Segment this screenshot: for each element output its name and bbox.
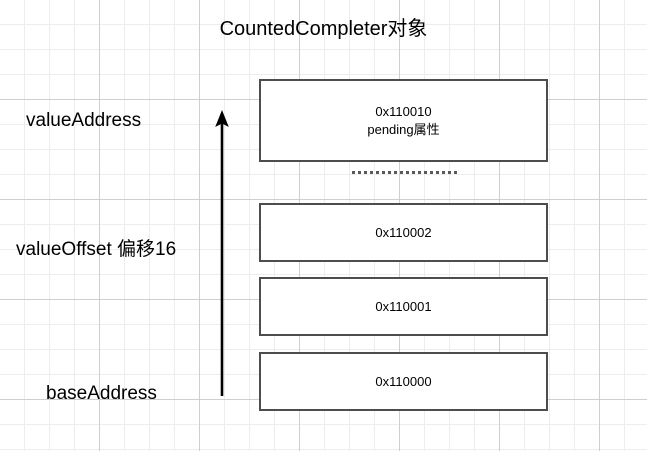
upward-arrow-icon: [215, 110, 229, 396]
memory-block-0x110010: 0x110010 pending属性: [259, 79, 548, 162]
memory-block-0x110001: 0x110001: [259, 277, 548, 336]
label-base-address: baseAddress: [46, 383, 157, 404]
page-title: CountedCompleter对象: [219, 18, 428, 40]
memory-block-address: 0x110001: [375, 298, 432, 314]
memory-block-address: 0x110000: [375, 373, 432, 389]
memory-block-0x110000: 0x110000: [259, 352, 548, 411]
ellipsis-separator: [352, 171, 457, 177]
memory-block-address: 0x110010: [375, 103, 432, 119]
label-value-address: valueAddress: [26, 110, 142, 131]
memory-block-detail: pending属性: [367, 121, 440, 137]
memory-block-0x110002: 0x110002: [259, 203, 548, 262]
label-value-offset: valueOffset 偏移16: [16, 239, 177, 260]
memory-block-address: 0x110002: [375, 224, 432, 240]
